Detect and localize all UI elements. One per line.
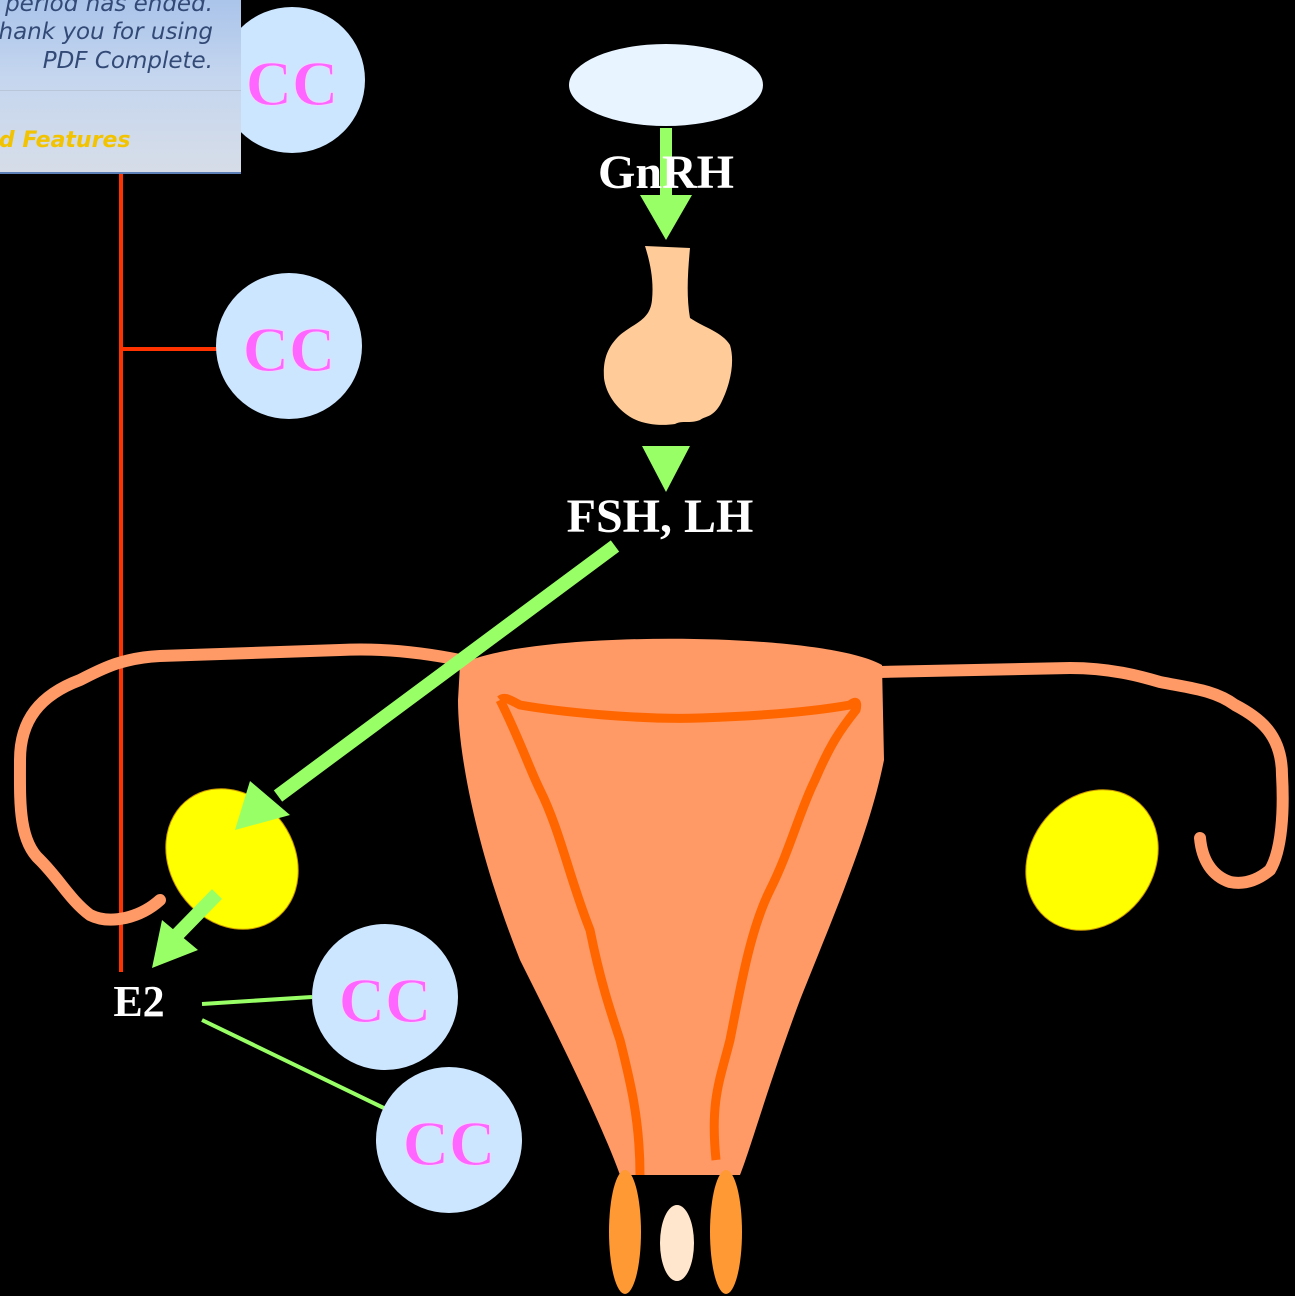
cc-label: CC	[403, 1108, 495, 1179]
fsh-lh-label: FSH, LH	[567, 490, 754, 543]
hypothalamus	[569, 44, 763, 126]
pituitary-gland	[604, 246, 732, 425]
cervix-left-lip	[609, 1170, 641, 1294]
banner-features-link[interactable]: ed Features	[0, 128, 130, 153]
cervical-os	[660, 1205, 694, 1281]
cc-label: CC	[246, 48, 338, 119]
cc-node: CC	[216, 273, 362, 419]
banner-divider	[0, 90, 241, 91]
cervix-right-lip	[710, 1170, 742, 1294]
cc-label: CC	[243, 314, 335, 385]
fsh-lh-arrowhead	[642, 446, 690, 492]
right-ovary	[999, 764, 1185, 956]
cc-node: CC	[376, 1067, 522, 1213]
banner-line-1: period has ended.	[5, 0, 213, 17]
e2-label: E2	[113, 977, 164, 1026]
gnrh-label: GnRH	[598, 146, 734, 199]
banner-line-3: PDF Complete.	[43, 48, 213, 74]
pdf-complete-banner[interactable]: period has ended. Thank you for using PD…	[0, 0, 241, 174]
cc-node: CC	[312, 924, 458, 1070]
banner-line-2: Thank you for using	[0, 19, 213, 45]
uterus	[458, 639, 884, 1294]
cc-label: CC	[339, 965, 431, 1036]
